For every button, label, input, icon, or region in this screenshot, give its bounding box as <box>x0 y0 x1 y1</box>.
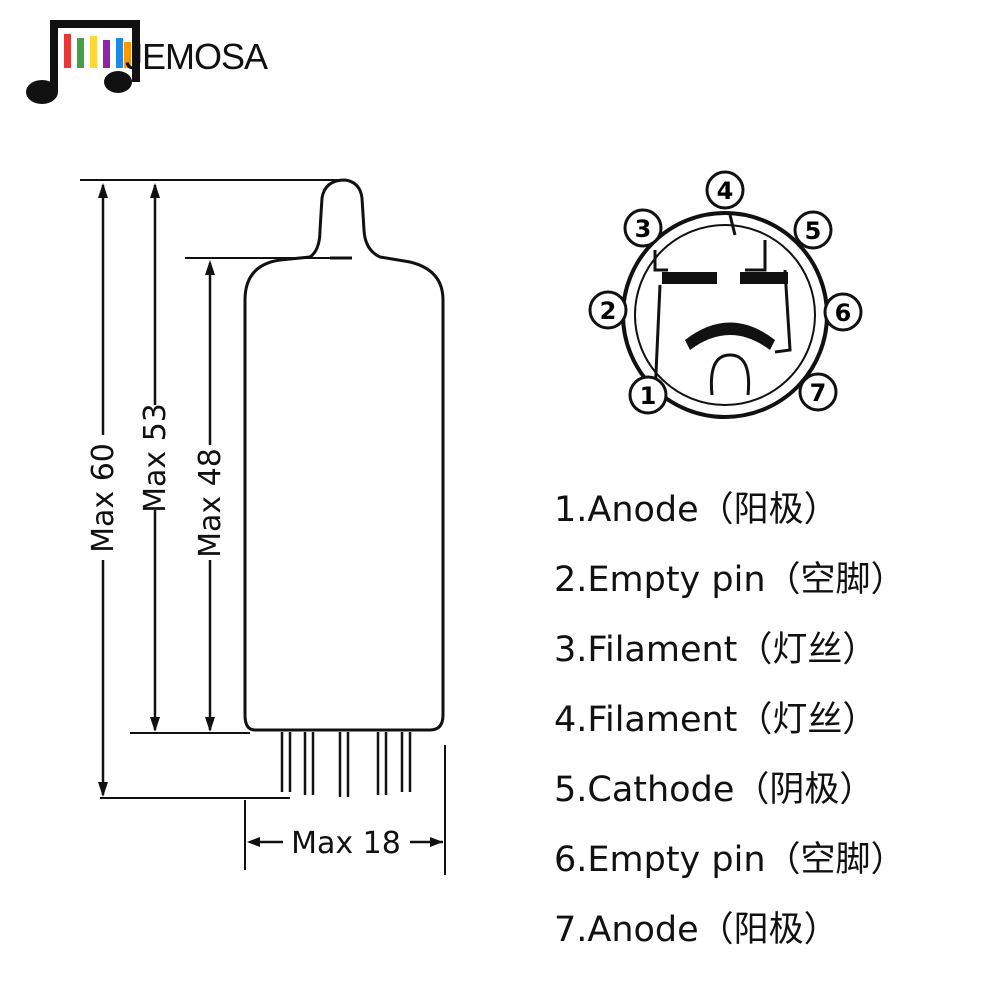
logo-color-bar <box>90 36 97 68</box>
pin-legend-item: 5.Cathode（阴极） <box>554 770 875 810</box>
pin-legend-item: 4.Filament（灯丝） <box>554 700 878 740</box>
dimension-label-body: Max 53 <box>138 403 173 513</box>
pin-number-text: 2 <box>600 297 617 325</box>
logo-color-bar <box>116 38 123 68</box>
logo-color-bar <box>124 42 131 68</box>
anode-plate-right <box>740 272 788 284</box>
pin-number-badge: 3 <box>623 208 663 248</box>
dimension-label-glass: Max 48 <box>193 448 228 558</box>
dimension-label-diameter: Max 18 <box>291 826 401 861</box>
pin-legend-item: 3.Filament（灯丝） <box>554 630 878 670</box>
logo-color-bar <box>77 38 84 68</box>
pin-circles: 1 2 3 4 5 6 7 <box>588 170 863 415</box>
pin-number-text: 4 <box>717 177 734 205</box>
dimension-label-total: Max 60 <box>86 443 121 553</box>
brand-name: JEMOSA <box>125 36 268 77</box>
pin-number-text: 1 <box>640 382 657 410</box>
pin-number-text: 6 <box>835 299 852 327</box>
pin-legend-item: 2.Empty pin（空脚） <box>554 560 906 600</box>
pin-number-badge: 5 <box>793 210 833 250</box>
pin-number-badge: 7 <box>798 372 838 412</box>
pin-number-badge: 2 <box>588 290 628 330</box>
pin-number-badge: 4 <box>705 170 745 210</box>
tube-pins <box>280 732 412 797</box>
base-inner-ring <box>634 224 816 406</box>
music-note-logo-icon <box>26 20 140 104</box>
pin-legend: 1.Anode（阳极） 2.Empty pin（空脚） 3.Filament（灯丝）… <box>554 485 906 975</box>
pinout-diagram: 1 2 3 4 5 6 7 <box>588 170 863 419</box>
pin-legend-item: 6.Empty pin（空脚） <box>554 840 906 880</box>
pin-legend-item: 7.Anode（阳极） <box>554 910 839 950</box>
logo-color-bar <box>64 34 71 68</box>
pin-number-badge: 1 <box>628 375 668 415</box>
pin-number-text: 5 <box>805 217 822 245</box>
cathode-arc <box>685 322 775 350</box>
pin-number-text: 7 <box>810 379 827 407</box>
color-bars <box>64 34 131 68</box>
pin-number-text: 3 <box>635 215 652 243</box>
tube-outline <box>243 178 445 732</box>
tube-dimension-drawing: Max 60 Max 53 Max 48 Max 18 <box>80 178 446 875</box>
anode-plate-left <box>662 272 717 284</box>
pin-number-badge: 6 <box>823 292 863 332</box>
pin-legend-item: 1.Anode（阳极） <box>554 490 839 530</box>
logo-color-bar <box>103 40 110 68</box>
